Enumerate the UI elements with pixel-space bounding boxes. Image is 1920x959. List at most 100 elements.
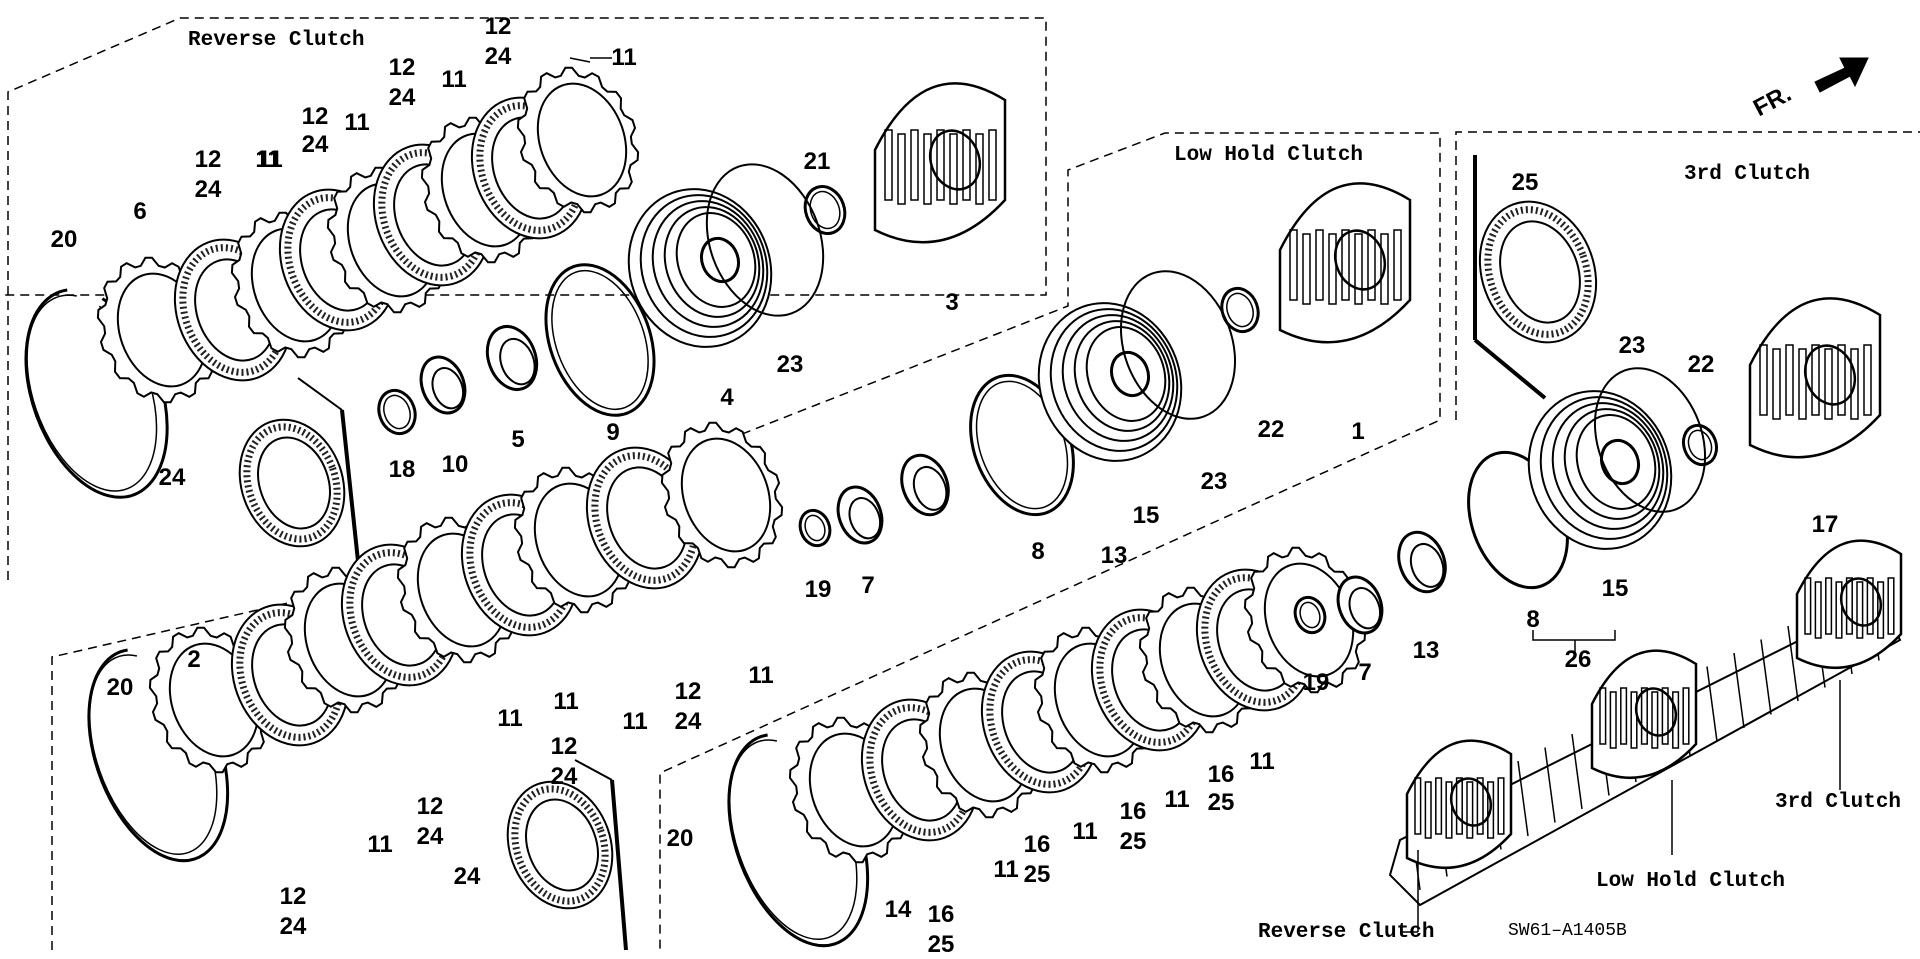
friction-lining — [1484, 206, 1592, 338]
steel-plate — [1243, 546, 1367, 694]
part-label: 24 — [158, 464, 186, 491]
low-hold-section-border — [51, 132, 1441, 950]
plate-inner-edge — [536, 82, 628, 198]
drum-spline — [1487, 781, 1495, 839]
spring-retainer-7 — [836, 485, 884, 545]
o-ring-23 — [705, 163, 825, 317]
piston-ridge — [675, 212, 757, 308]
piston-ridge — [1575, 414, 1657, 510]
return-spring-13-lower — [1397, 530, 1447, 594]
piston-ridge — [639, 194, 769, 338]
drum-spline — [1672, 691, 1680, 749]
drum-spline — [1866, 577, 1874, 635]
spring-inner — [431, 367, 465, 410]
drum-spline — [1835, 581, 1843, 639]
o-ring-inner — [804, 514, 826, 542]
part-label: 1 — [1351, 418, 1365, 445]
part-label: 22 — [1687, 351, 1715, 378]
part-label: 25 — [1207, 789, 1235, 816]
bracket-line — [1473, 338, 1547, 400]
part-label: 11 — [1164, 786, 1190, 813]
o-ring-9 — [544, 263, 656, 417]
drum-spline — [1877, 581, 1885, 639]
shaft-spline — [1733, 652, 1745, 729]
shaft-reverse-drum — [1405, 739, 1513, 870]
part-label: 23 — [1618, 332, 1646, 359]
clutch-drum-1 — [1278, 182, 1412, 344]
drum-spline — [1837, 344, 1846, 416]
drum-spline — [1640, 687, 1648, 745]
spring-inner — [499, 337, 536, 386]
part-label: 11 — [748, 662, 774, 689]
part-label: 25 — [1119, 828, 1147, 855]
drum-spline — [949, 133, 958, 205]
drum-spline — [1661, 687, 1669, 745]
spring-inner — [1348, 587, 1382, 630]
part-label: 19 — [804, 576, 832, 603]
part-label: 18 — [388, 456, 416, 483]
drum-spline — [1393, 229, 1402, 301]
drum-spline — [897, 133, 906, 205]
drum-spline — [975, 133, 984, 205]
drum-spline — [1887, 577, 1895, 635]
part-label: 24 — [194, 176, 222, 203]
diagram-code: SW61–A1405B — [1508, 921, 1627, 941]
drum-spline — [1424, 781, 1432, 839]
piston-ridge — [1061, 314, 1175, 442]
part-label: 19 — [1302, 669, 1330, 696]
drum-spline — [1845, 577, 1853, 635]
disc-inner-edge — [525, 798, 599, 892]
plate-inner-edge — [680, 437, 772, 553]
drum-spline — [1328, 233, 1337, 305]
drum-spline — [962, 129, 971, 201]
part-label: 24 — [279, 913, 307, 940]
drum-spline — [1380, 233, 1389, 305]
drum-hub — [1449, 777, 1493, 827]
drum-spline — [1863, 344, 1872, 416]
part-label: 23 — [776, 351, 804, 378]
part-label: 4 — [720, 384, 734, 411]
drum-hub — [1803, 344, 1857, 406]
part-label: 6 — [133, 198, 147, 225]
part-label: 13 — [1100, 542, 1128, 569]
part-label: 17 — [1811, 511, 1839, 538]
shaft-label-3rd-clutch: 3rd Clutch — [1775, 791, 1902, 814]
shaft-label-low-hold-clutch: Low Hold Clutch — [1596, 870, 1786, 893]
spring-retainer-10 — [419, 355, 467, 415]
drum-spline — [1620, 687, 1628, 745]
bracket-line — [297, 377, 343, 411]
piston-15-lower — [1527, 390, 1673, 550]
drum-spline — [1850, 348, 1859, 420]
part-label: 12 — [416, 793, 444, 820]
part-label: 24 — [453, 863, 481, 890]
spring-inner — [912, 465, 948, 511]
part-label: 11 — [1072, 818, 1098, 845]
friction-lining — [511, 785, 609, 905]
drum-spline — [988, 129, 997, 201]
drum-spline — [923, 133, 932, 205]
drum-spline — [1609, 691, 1617, 749]
part-label: 11 — [255, 146, 281, 173]
part-label: 11 — [257, 146, 283, 173]
drum-spline — [1435, 777, 1443, 835]
part-label: 24 — [388, 84, 416, 111]
drum-spline — [1785, 344, 1794, 416]
drum-spline — [1289, 229, 1298, 301]
part-label: 12 — [279, 883, 307, 910]
drum-spline — [884, 129, 893, 201]
piston-ridge — [651, 200, 765, 328]
part-label: 12 — [550, 733, 578, 760]
drum-spline — [1804, 577, 1812, 635]
part-label: 20 — [666, 825, 694, 852]
part-label: 11 — [497, 705, 523, 732]
drum-spline — [1682, 687, 1690, 745]
part-label: 7 — [1358, 659, 1372, 686]
drum-spline — [1315, 229, 1324, 301]
o-ring-21 — [803, 185, 847, 235]
section-title-reverse-clutch: Reverse Clutch — [188, 29, 365, 52]
shaft-spline — [1706, 666, 1718, 742]
o-ring-inner — [1687, 429, 1713, 461]
shaft-spline — [1760, 639, 1772, 715]
part-label: 16 — [1207, 761, 1235, 788]
